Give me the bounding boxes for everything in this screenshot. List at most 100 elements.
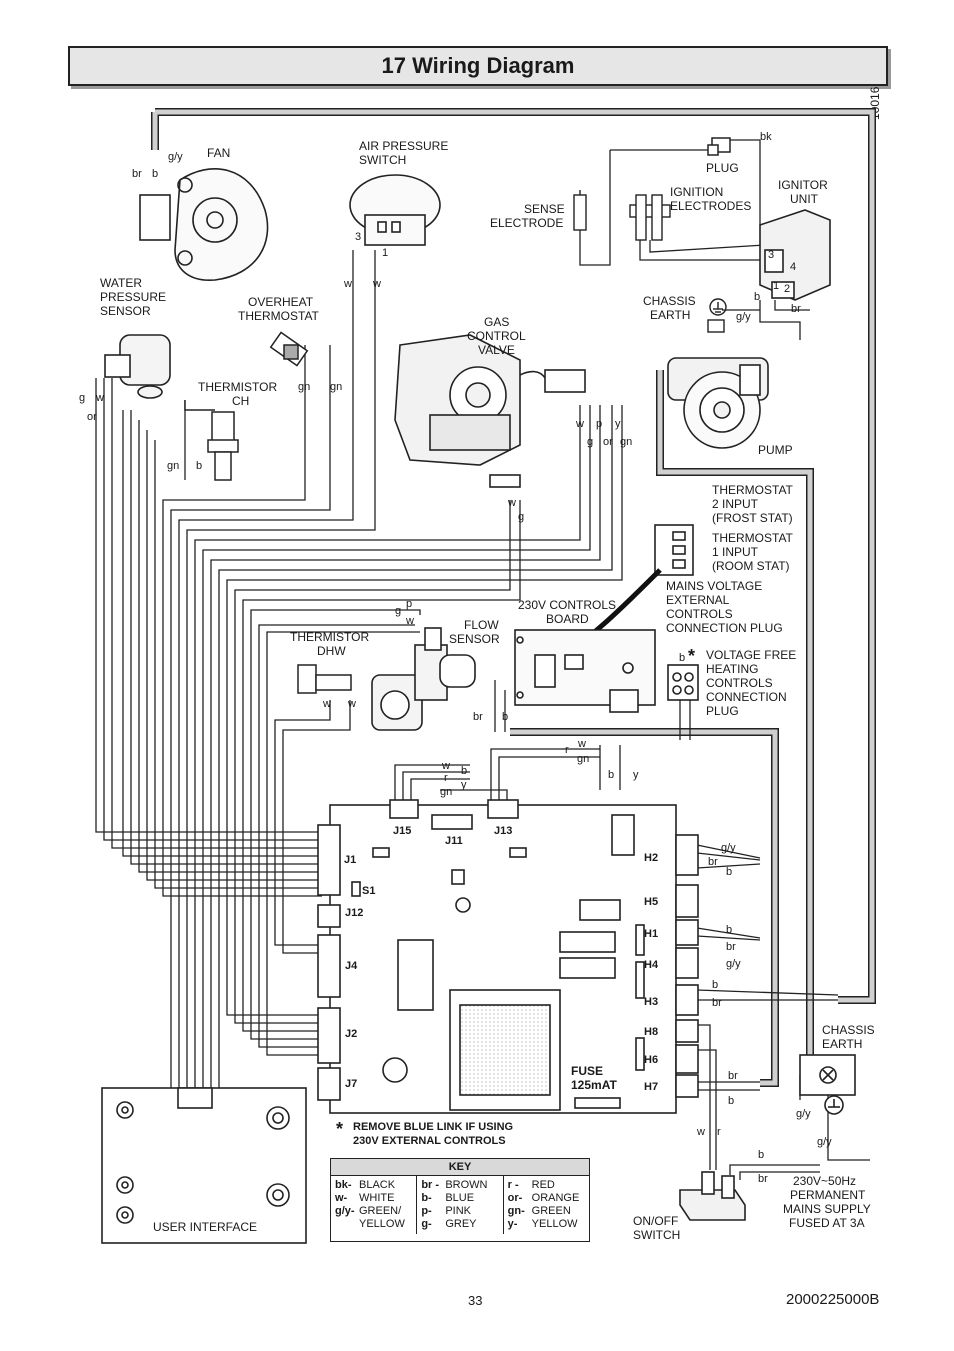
conn-j11: J11	[445, 835, 463, 847]
svg-text:p: p	[406, 598, 412, 610]
label-thch-1: THERMISTOR	[198, 380, 277, 394]
colour-key: KEY bk-BLACK w-WHITE g/y-GREEN/ YELLOW b…	[330, 1158, 590, 1242]
left-wire-bundle	[95, 250, 623, 1092]
key-name: RED	[531, 1179, 555, 1191]
top-header-wires	[394, 680, 691, 805]
svg-text:or: or	[87, 411, 97, 423]
svg-text:br: br	[473, 711, 483, 723]
svg-text:gn: gn	[620, 436, 632, 448]
key-name: BLUE	[445, 1192, 475, 1204]
svg-text:b: b	[196, 460, 202, 472]
key-name: GREEN/ YELLOW	[359, 1205, 405, 1230]
svg-text:b: b	[758, 1149, 764, 1161]
label-ign-2: ELECTRODES	[670, 199, 751, 213]
label-vf-3: CONTROLS	[706, 676, 773, 690]
svg-text:w: w	[343, 278, 352, 290]
key-name: ORANGE	[531, 1192, 580, 1204]
svg-text:3: 3	[355, 231, 361, 243]
svg-text:w: w	[441, 760, 450, 772]
svg-text:b: b	[152, 168, 158, 180]
label-wps-2: PRESSURE	[100, 290, 166, 304]
label-ce-bot-1: CHASSIS	[822, 1023, 875, 1037]
svg-text:w: w	[322, 698, 331, 710]
label-vf-4: CONNECTION	[706, 690, 787, 704]
page-title: 17 Wiring Diagram	[381, 53, 575, 78]
svg-text:w: w	[372, 278, 381, 290]
svg-text:w: w	[405, 615, 414, 627]
wire-code-labels: br b g/y 3 1 w w bk g w or gn gn gn b w …	[79, 131, 832, 1185]
svg-text:1: 1	[382, 247, 388, 259]
conn-j15: J15	[393, 825, 411, 837]
key-code: g-	[421, 1218, 432, 1230]
svg-text:r: r	[444, 772, 448, 784]
key-column-1: bk-BLACK w-WHITE g/y-GREEN/ YELLOW	[331, 1176, 418, 1234]
ignition-wires	[579, 139, 810, 340]
ignitor-unit	[759, 209, 831, 301]
svg-text:g: g	[79, 392, 85, 404]
overheat-thermostat	[269, 331, 309, 367]
on-off-switch	[679, 1171, 746, 1221]
label-ce-bot-2: EARTH	[822, 1037, 862, 1051]
label-sense-2: ELECTRODE	[490, 216, 563, 230]
sense-electrode	[573, 190, 587, 231]
label-mvp-2: EXTERNAL	[666, 593, 730, 607]
conn-j2: J2	[345, 1028, 357, 1040]
conn-h1: H1	[644, 928, 658, 940]
label-mvp-4: CONNECTION PLUG	[666, 621, 783, 635]
svg-text:w: w	[577, 738, 586, 750]
controls-board	[514, 629, 656, 713]
conn-h8: H8	[644, 1026, 658, 1038]
fan	[139, 168, 269, 281]
svg-text:b: b	[502, 711, 508, 723]
label-ign-1: IGNITION	[670, 185, 723, 199]
label-ce-top-1: CHASSIS	[643, 294, 696, 308]
svg-text:br: br	[712, 997, 722, 1009]
right-connector-wires	[696, 844, 870, 1180]
document-code: 2000225000B	[786, 1291, 880, 1308]
label-gcv-1: GAS	[484, 315, 509, 329]
gas-control-valve	[394, 334, 586, 488]
svg-text:p: p	[596, 418, 602, 430]
key-name: GREY	[445, 1218, 477, 1230]
svg-text:br: br	[132, 168, 142, 180]
label-t1-3: (ROOM STAT)	[712, 559, 790, 573]
label-t1-1: THERMOSTAT	[712, 531, 794, 545]
svg-text:br: br	[708, 856, 718, 868]
label-fuse-1: FUSE	[571, 1064, 603, 1078]
label-plug: PLUG	[706, 161, 739, 175]
svg-text:1: 1	[773, 280, 779, 292]
conn-j4: J4	[345, 960, 358, 972]
label-cb-2: BOARD	[546, 612, 589, 626]
label-thdhw-2: DHW	[317, 644, 346, 658]
note-line-2: 230V EXTERNAL CONTROLS	[353, 1135, 506, 1147]
svg-text:gn: gn	[440, 786, 452, 798]
vf-star: *	[688, 646, 695, 666]
svg-text:or: or	[603, 436, 613, 448]
label-sw-2: SWITCH	[633, 1228, 680, 1242]
connector-labels: J1 S1 J12 J4 J2 J7 J15 J11 J13 H2 H5 H1 …	[344, 825, 659, 1093]
label-gcv-3: VALVE	[478, 343, 515, 357]
svg-text:4: 4	[790, 261, 796, 273]
svg-text:br: br	[791, 303, 801, 315]
svg-text:br: br	[728, 1070, 738, 1082]
label-mains-1: 230V~50Hz	[793, 1174, 856, 1188]
chassis-earth-block	[799, 1054, 856, 1115]
label-wps-3: SENSOR	[100, 304, 151, 318]
svg-text:b: b	[754, 291, 760, 303]
title-bar: 17 Wiring Diagram	[68, 46, 888, 86]
svg-text:bk: bk	[760, 131, 772, 143]
key-code: br -	[421, 1179, 440, 1191]
svg-text:gn: gn	[330, 381, 342, 393]
key-name: YELLOW	[531, 1218, 578, 1230]
svg-text:br: br	[758, 1173, 768, 1185]
note-star: *	[336, 1119, 344, 1139]
key-name: PINK	[445, 1205, 472, 1217]
svg-text:b: b	[461, 765, 467, 777]
label-ui: USER INTERFACE	[153, 1220, 257, 1234]
label-gcv-2: CONTROL	[467, 329, 526, 343]
label-fs-1: FLOW	[464, 618, 499, 632]
label-ignitor-1: IGNITOR	[778, 178, 828, 192]
conn-j7: J7	[345, 1078, 357, 1090]
svg-text:w: w	[507, 497, 516, 509]
key-title: KEY	[331, 1159, 589, 1176]
